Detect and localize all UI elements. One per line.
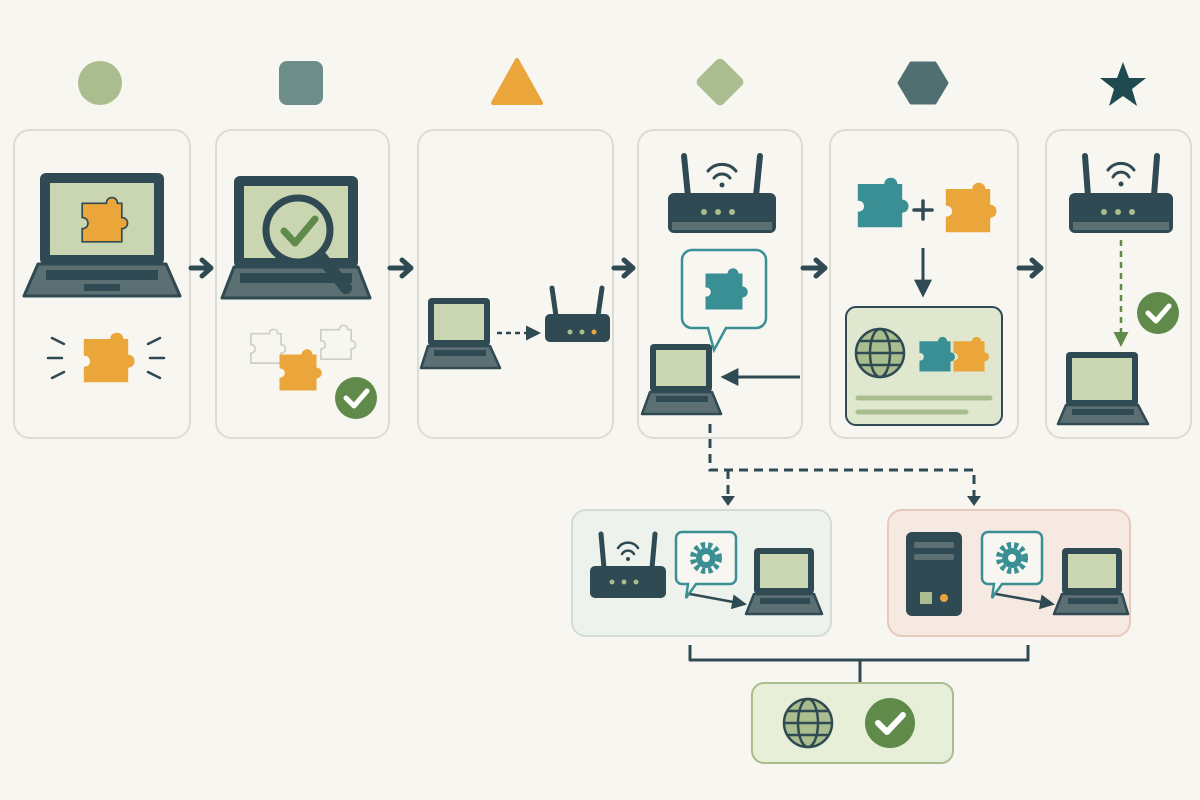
speech-bubble-puzzle [680,248,768,354]
stage-arrow-3 [611,257,636,279]
branch-arrow [995,592,1055,610]
router-icon [590,531,666,598]
gear-bubble-icon [980,530,1044,599]
star-marker [1100,62,1146,106]
highlight-burst [46,336,166,380]
triangle-marker [491,58,543,105]
circle-marker [78,61,122,105]
router-icon [668,153,776,233]
puzzle-piece-icon [83,332,135,383]
puzzle-orange-icon [945,182,997,233]
check-badge-icon [1137,292,1179,334]
globe-icon [854,327,906,379]
gear-icon [996,542,1028,574]
hexagon-marker [897,61,949,105]
plus-icon [912,199,934,221]
laptop-icon [1056,352,1150,426]
check-badge-icon [865,698,915,748]
gear-icon [690,542,722,574]
globe-card [845,306,1003,426]
branch-arrowhead [967,496,981,506]
laptop-icon [419,298,502,370]
stage-arrow-5 [1016,257,1044,279]
check-badge-icon [335,377,377,419]
branch-connector [708,424,976,498]
laptop-icon [1052,548,1130,616]
router-icon [545,285,610,342]
stage-arrow-4 [800,257,828,279]
diamond-marker [696,58,744,106]
server-icon [906,532,962,616]
router-icon [1069,153,1173,233]
square-marker [279,61,323,105]
magnifier-check-icon [262,194,352,294]
globe-icon [782,697,834,749]
puzzle-piece-icon [81,196,129,243]
stage-arrow-1 [188,257,214,279]
puzzle-teal-icon [857,177,909,228]
branch-arrowhead [721,496,735,506]
stage-panel-3 [417,129,614,439]
merge-bracket [688,645,1030,682]
result-panel [751,682,954,764]
branch-arrow [689,592,747,610]
laptop-icon [744,548,824,616]
gear-bubble-icon [674,530,738,599]
laptop-icon [640,344,723,416]
stage-arrow-2 [387,257,414,279]
